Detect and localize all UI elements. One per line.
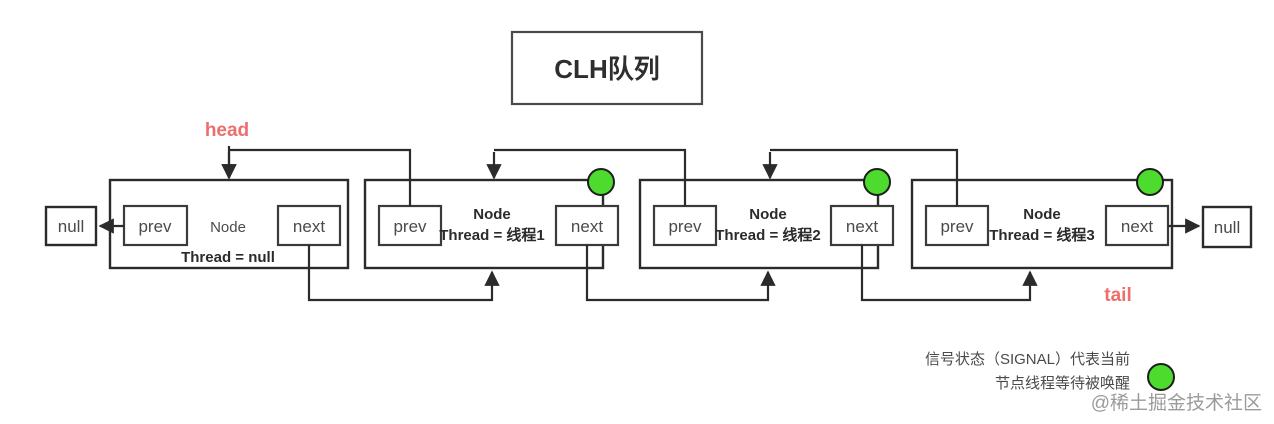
- node-head-class-label: Node: [210, 219, 246, 236]
- tail-pointer-label: tail: [1104, 285, 1131, 306]
- next-link-1-to-2: [585, 245, 776, 302]
- node-3-class-label: Node: [1023, 206, 1061, 223]
- node-head-next-label: next: [293, 217, 325, 236]
- node-1-next-label: next: [571, 217, 603, 236]
- node-2-signal-icon: [863, 168, 891, 196]
- node-head: prev Node next Thread = null: [108, 178, 350, 270]
- head-pointer-label: head: [205, 120, 249, 141]
- right-null-box: null: [1201, 205, 1253, 249]
- legend-signal-icon: [1147, 363, 1175, 391]
- next-link-2-to-3: [860, 245, 1038, 302]
- title-box: CLH队列: [510, 30, 704, 106]
- node-3-thread-label: Thread = 线程3: [989, 226, 1094, 244]
- left-null-label: null: [58, 217, 84, 236]
- legend: 信号状态（SIGNAL）代表当前 节点线程等待被唤醒: [925, 351, 1175, 392]
- node-3: prev Node Thread = 线程3 next: [910, 168, 1174, 270]
- next-link-head-to-1: [307, 245, 500, 302]
- watermark-label: @稀土掘金技术社区: [1091, 392, 1262, 414]
- node-3-next-label: next: [1121, 217, 1153, 236]
- node-3-prev-label: prev: [940, 217, 974, 236]
- legend-line-1: 信号状态（SIGNAL）代表当前: [925, 351, 1130, 368]
- right-null-label: null: [1214, 218, 1240, 237]
- prev-link-2-to-1-route: [494, 148, 687, 206]
- node-1: prev Node Thread = 线程1 next: [363, 168, 620, 270]
- node-1-prev-label: prev: [393, 217, 427, 236]
- prev-link-3-to-2-route: [770, 148, 959, 206]
- legend-line-2: 节点线程等待被唤醒: [995, 374, 1130, 392]
- node-1-class-label: Node: [473, 206, 511, 223]
- title-text: CLH队列: [554, 54, 659, 84]
- node-3-signal-icon: [1136, 168, 1164, 196]
- prev-link-1-to-head-route: [229, 148, 412, 206]
- node-1-thread-label: Thread = 线程1: [439, 226, 544, 244]
- node-2-next-label: next: [846, 217, 878, 236]
- node-2: prev Node Thread = 线程2 next: [638, 168, 895, 270]
- left-null-box: null: [44, 205, 98, 247]
- node-1-signal-icon: [587, 168, 615, 196]
- node-2-thread-label: Thread = 线程2: [715, 226, 820, 244]
- node-head-prev-label: prev: [138, 217, 172, 236]
- node-head-thread-label: Thread = null: [181, 249, 275, 266]
- node-2-class-label: Node: [749, 206, 787, 223]
- node-2-prev-label: prev: [668, 217, 702, 236]
